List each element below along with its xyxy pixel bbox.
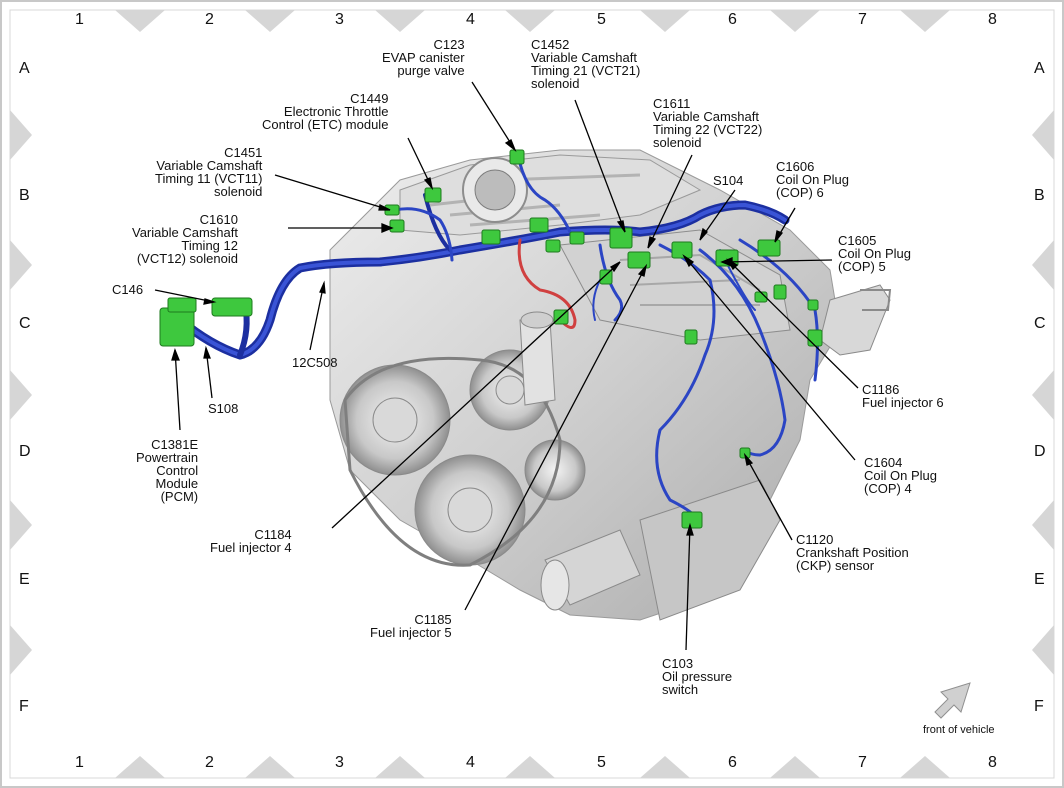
- label-c1120: C1120 Crankshaft Position (CKP) sensor: [796, 532, 909, 573]
- row-label-d-left: D: [19, 443, 31, 460]
- row-label-a-left: A: [19, 60, 30, 77]
- wiring-harness: [175, 153, 819, 527]
- engine-illustration: [329, 149, 892, 621]
- label-c1452: C1452 Variable Camshaft Timing 21 (VCT21…: [531, 37, 641, 91]
- label-s108: S108: [208, 401, 239, 416]
- col-label-3-top: 3: [335, 11, 344, 28]
- label-c1611: C1611 Variable Camshaft Timing 22 (VCT22…: [653, 96, 763, 150]
- row-label-f-left: F: [19, 698, 29, 715]
- row-label-a-right: A: [1034, 60, 1045, 77]
- col-label-6-top: 6: [728, 11, 737, 28]
- row-label-f-right: F: [1034, 698, 1044, 715]
- label-c1381e: C1381E Powertrain Control Module (PCM): [136, 437, 199, 504]
- col-label-2-bottom: 2: [205, 754, 214, 771]
- row-label-b-right: B: [1034, 187, 1045, 204]
- label-c1449: C1449 Electronic Throttle Control (ETC) …: [262, 91, 389, 132]
- col-label-1-bottom: 1: [75, 754, 84, 771]
- col-label-3-bottom: 3: [335, 754, 344, 771]
- label-c123: C123 EVAP canister purge valve: [382, 37, 465, 78]
- label-c146: C146: [112, 282, 144, 297]
- col-label-4-bottom: 4: [466, 754, 475, 771]
- label-s104: S104: [713, 173, 744, 188]
- label-c1451: C1451 Variable Camshaft Timing 11 (VCT11…: [155, 145, 263, 199]
- col-label-5-top: 5: [597, 11, 606, 28]
- col-label-7-top: 7: [858, 11, 867, 28]
- label-12c508: 12C508: [292, 355, 338, 370]
- row-label-e-left: E: [19, 571, 30, 588]
- col-label-2-top: 2: [205, 11, 214, 28]
- front-of-vehicle-arrow-icon: [934, 682, 971, 719]
- label-c1184: C1184 Fuel injector 4: [210, 527, 292, 555]
- label-c1606: C1606 Coil On Plug (COP) 6: [776, 159, 849, 200]
- col-label-7-bottom: 7: [858, 754, 867, 771]
- row-label-c-right: C: [1034, 315, 1046, 332]
- front-of-vehicle-label: front of vehicle: [923, 724, 995, 736]
- row-label-b-left: B: [19, 187, 30, 204]
- label-c1604: C1604 Coil On Plug (COP) 4: [864, 455, 937, 496]
- row-label-d-right: D: [1034, 443, 1046, 460]
- col-label-6-bottom: 6: [728, 754, 737, 771]
- col-label-5-bottom: 5: [597, 754, 606, 771]
- label-c103: C103 Oil pressure switch: [662, 656, 733, 697]
- col-label-8-top: 8: [988, 11, 997, 28]
- row-label-c-left: C: [19, 315, 31, 332]
- label-c1186: C1186 Fuel injector 6: [862, 382, 944, 410]
- col-label-8-bottom: 8: [988, 754, 997, 771]
- col-label-1-top: 1: [75, 11, 84, 28]
- label-c1185: C1185 Fuel injector 5: [370, 612, 452, 640]
- callout-leaders: [154, 81, 859, 651]
- label-c1610: C1610 Variable Camshaft Timing 12 (VCT12…: [132, 212, 238, 266]
- label-c1605: C1605 Coil On Plug (COP) 5: [838, 233, 911, 274]
- row-label-e-right: E: [1034, 571, 1045, 588]
- connectors: [159, 149, 823, 529]
- col-label-4-top: 4: [466, 11, 475, 28]
